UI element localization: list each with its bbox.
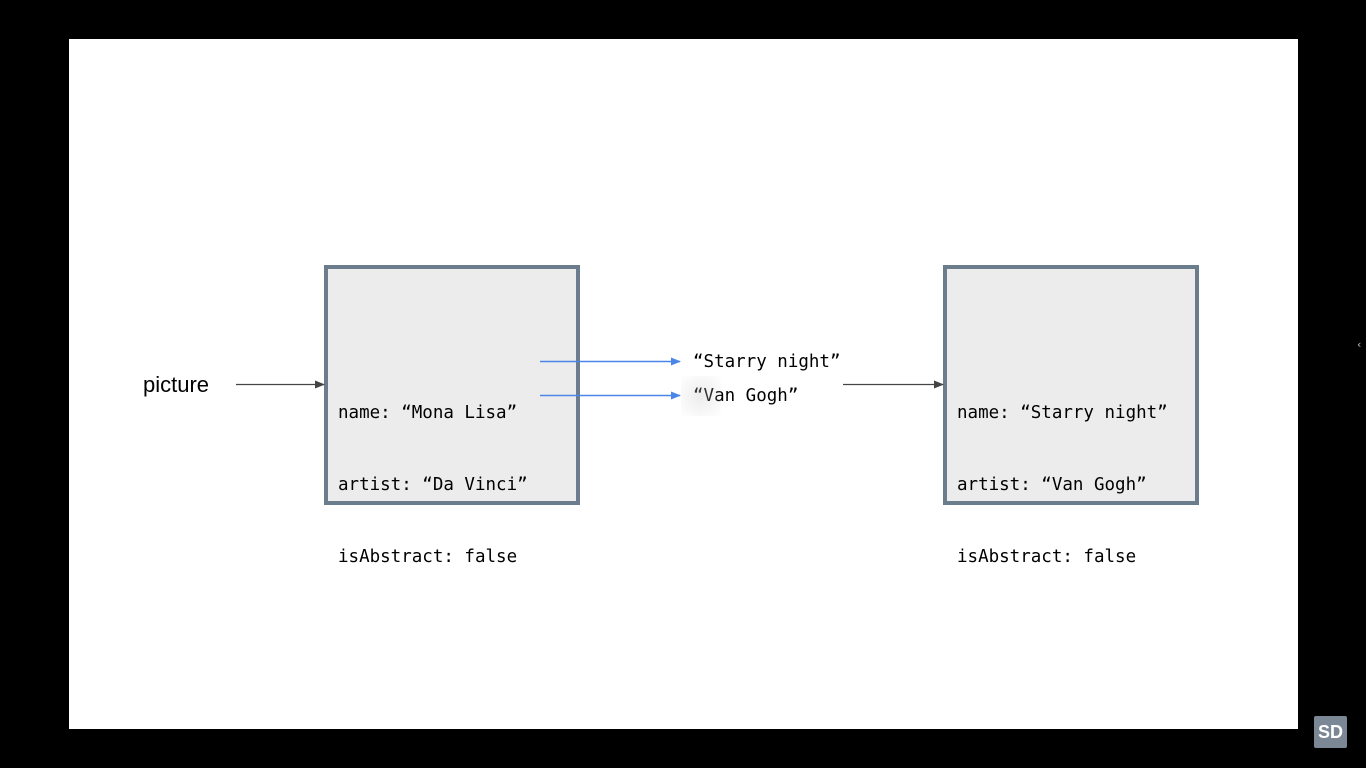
variable-label-picture: picture (143, 372, 210, 397)
updated-object-fields: name: “Starry night” artist: “Van Gogh” … (957, 353, 1168, 617)
original-field-isabstract: isAbstract: false (338, 547, 518, 567)
original-object-fields: name: “Mona Lisa” artist: “Da Vinci” isA… (338, 353, 528, 617)
original-field-name: name: “Mona Lisa” (338, 403, 518, 423)
updated-field-isabstract: isAbstract: false (957, 547, 1137, 567)
chevron-left-icon[interactable]: ‹ (1357, 338, 1362, 351)
updated-object-box: name: “Starry night” artist: “Van Gogh” … (943, 265, 1199, 567)
original-field-artist: artist: “Da Vinci” (338, 475, 528, 495)
new-value-name: “Starry night” (693, 352, 841, 372)
original-object-box: name: “Mona Lisa” artist: “Da Vinci” isA… (324, 265, 580, 567)
new-value-artist: “Van Gogh” (680, 376, 799, 416)
sd-badge: SD (1314, 716, 1347, 748)
updated-field-name: name: “Starry night” (957, 403, 1168, 423)
updated-field-artist: artist: “Van Gogh” (957, 475, 1147, 495)
